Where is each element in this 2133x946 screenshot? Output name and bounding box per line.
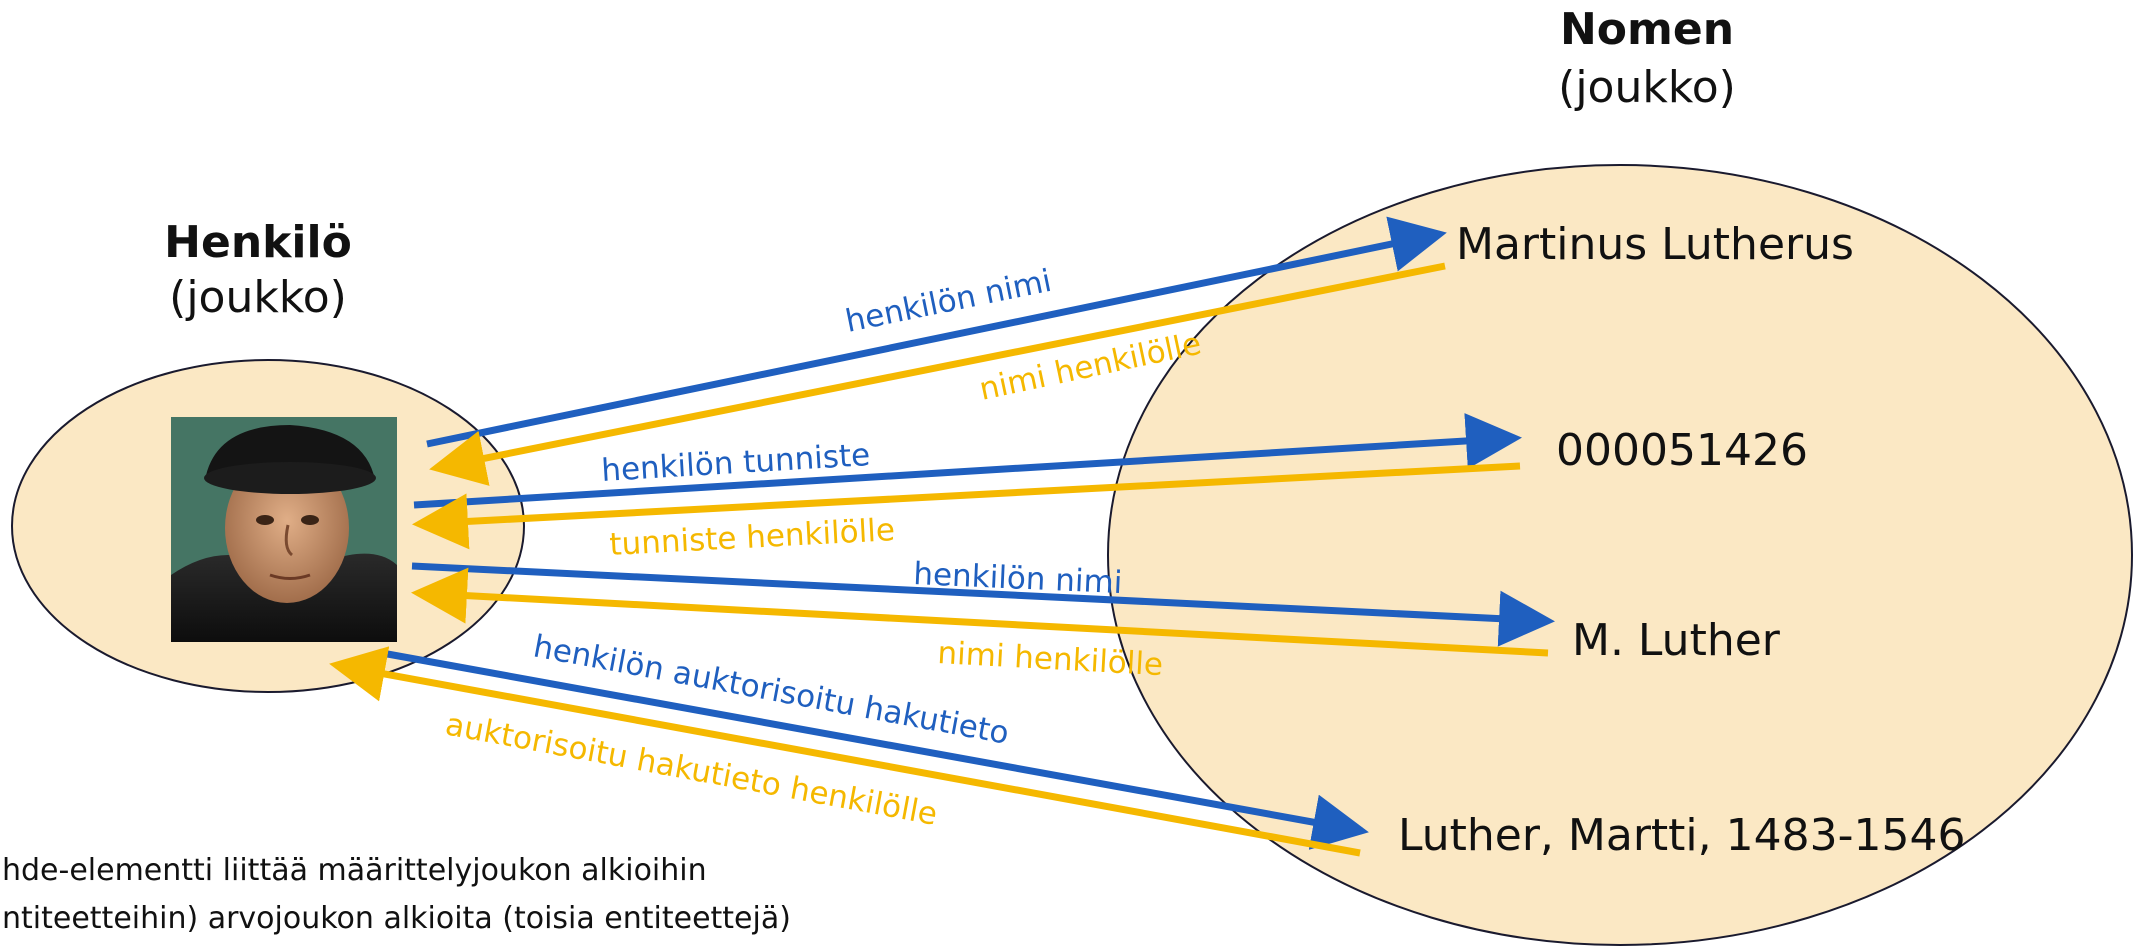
arrow-henkilon-nimi-2	[411, 562, 1555, 647]
nomen-value-luther-martti: Luther, Martti, 1483-1546	[1398, 810, 1965, 861]
arrow-nimi-henkilolle-1	[429, 262, 1446, 486]
arrow-henkilon-auktorisoitu-hakutieto	[381, 649, 1369, 850]
label-tunniste-henkilolle: tunniste henkilölle	[609, 512, 896, 563]
nomen-set-title: Nomen	[1560, 4, 1734, 55]
nomen-value-000051426: 000051426	[1556, 425, 1808, 476]
arrow-tunniste-henkilolle	[412, 462, 1521, 550]
nomen-set-subtitle: (joukko)	[1558, 62, 1736, 113]
nomen-value-m-luther: M. Luther	[1572, 615, 1781, 666]
henkilo-set-title: Henkilö	[164, 217, 352, 268]
nomen-value-martinus-lutherus: Martinus Lutherus	[1456, 219, 1854, 270]
portrait-image	[171, 417, 397, 642]
arrow-nimi-henkilolle-2	[411, 567, 1549, 657]
nomen-set-ellipse	[1107, 164, 2133, 946]
note-line-1: hde-elementti liittää määrittelyjoukon a…	[2, 853, 707, 888]
henkilo-set-subtitle: (joukko)	[169, 272, 347, 323]
arrow-henkilon-nimi-1	[426, 216, 1447, 448]
label-henkilon-nimi-1: henkilön nimi	[842, 263, 1054, 340]
arrow-henkilon-tunniste	[413, 413, 1522, 509]
arrow-auktorisoitu-hakutieto-henkilolle	[329, 646, 1361, 857]
note-line-2: ntiteetteihin) arvojoukon alkioita (tois…	[2, 901, 791, 936]
